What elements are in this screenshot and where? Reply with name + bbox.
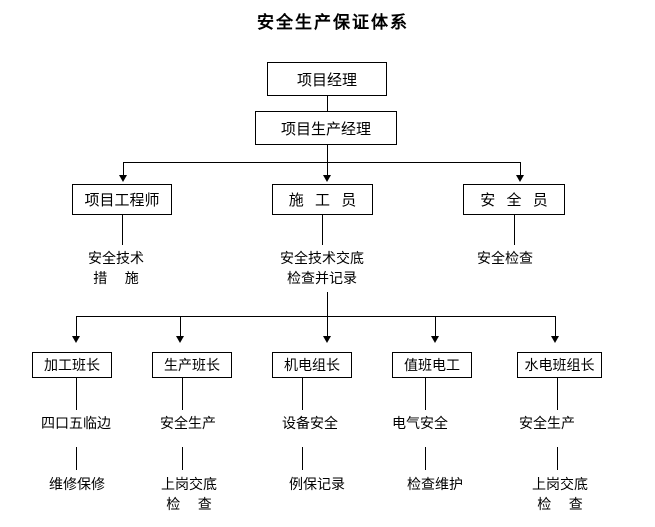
connector-line [122,215,123,245]
node-plumbing-leader: 水电班组长 [517,352,602,378]
chart-title: 安全生产保证体系 [257,13,409,32]
arrow-down-icon [323,292,331,343]
duty1-plumbing: 安全生产 [519,417,575,432]
duty2-processing: 维修保修 [49,478,105,493]
arrow-down-icon [516,162,524,182]
connector-line [425,378,426,410]
arrow-down-icon [431,316,439,343]
connector-line [182,447,183,470]
connector-line [557,447,558,470]
duty2-production: 上岗交底 检 查 [161,478,217,513]
node-electromech-leader: 机电组长 [272,352,352,378]
arrow-down-icon [176,316,184,343]
node-project-manager: 项目经理 [267,62,387,96]
duty2-plumbing: 上岗交底 检 查 [532,478,588,513]
node-production-leader: 生产班长 [152,352,232,378]
connector-line [76,378,77,410]
duty2-electrician: 检查维护 [407,478,463,493]
connector-line [425,447,426,470]
connector-line [322,215,323,245]
connector-line [302,378,303,410]
node-safety-officer: 安 全 员 [463,184,565,215]
duty-safety-officer: 安全检查 [477,252,533,267]
arrow-down-icon [119,162,127,182]
connector-line [327,96,328,111]
duty-engineer: 安全技术 措 施 [88,252,144,287]
connector-line [76,447,77,470]
node-production-manager: 项目生产经理 [255,111,397,145]
duty1-electromech: 设备安全 [282,417,338,432]
duty1-processing: 四口五临边 [41,417,111,432]
connector-line [302,447,303,470]
node-processing-leader: 加工班长 [32,352,112,378]
connector-line [182,378,183,410]
connector-line [76,316,555,317]
duty2-electromech: 例保记录 [289,478,345,493]
node-duty-electrician: 值班电工 [392,352,472,378]
node-project-engineer: 项目工程师 [72,184,172,215]
connector-line [557,378,558,410]
arrow-down-icon [551,316,559,343]
node-constructor: 施 工 员 [272,184,373,215]
connector-line [327,145,328,162]
connector-line [123,162,521,163]
duty1-electrician: 电气安全 [392,417,448,432]
arrow-down-icon [72,316,80,343]
duty1-production: 安全生产 [160,417,216,432]
connector-line [514,215,515,245]
arrow-down-icon [323,162,331,182]
duty-constructor: 安全技术交底 检查并记录 [280,252,364,287]
